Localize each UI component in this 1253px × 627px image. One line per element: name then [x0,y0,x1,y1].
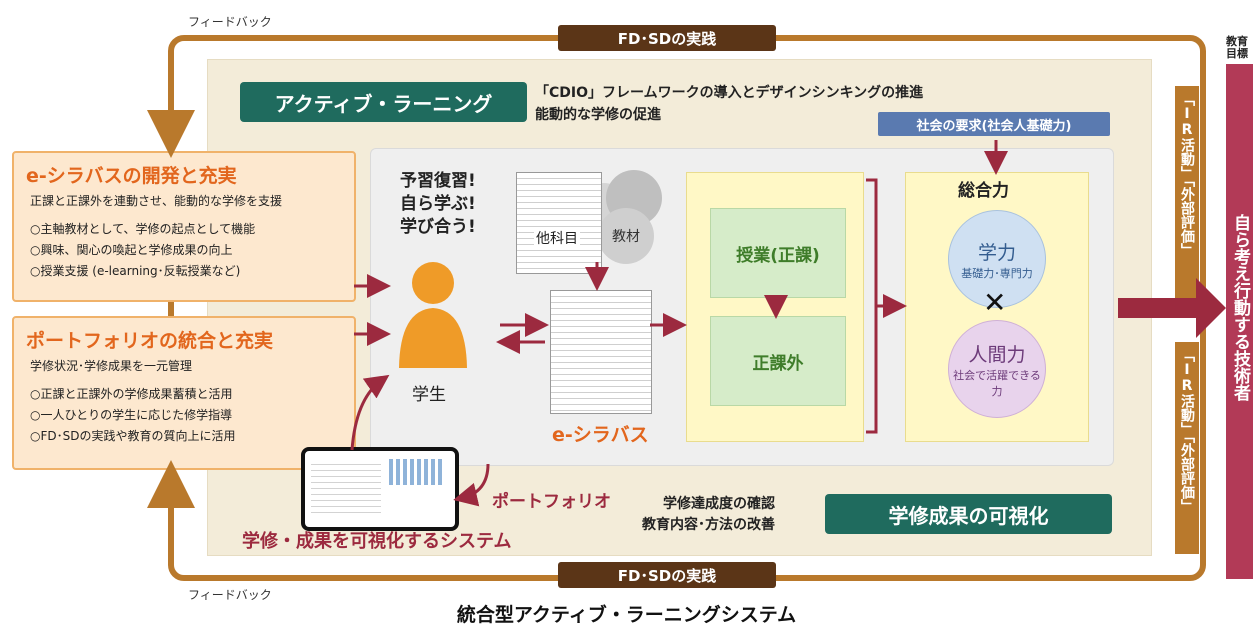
ir-activity-bottom: 「IR活動」「外部評価」 [1175,342,1199,554]
human-sub: 社会で活躍できる力 [953,368,1041,398]
portfolio-card: ポートフォリオの統合と充実 学修状況･学修成果を一元管理 ○正課と正課外の学修成… [12,316,356,470]
portfolio-card-list: ○正課と正課外の学修成果蓄積と活用 ○一人ひとりの学生に応じた修学指導 ○FD･… [30,384,354,447]
materials-circle-3: 教材 [598,208,654,264]
portfolio-label: ポートフォリオ [492,492,611,512]
slogan-line: 自ら学ぶ! [400,194,476,214]
cdio-line-1: 「CDIO」フレームワークの導入とデザインシンキングの推進 [535,85,924,101]
materials-label: 教材 [612,229,640,245]
goal-text: 自ら考え行動する技術者 [1230,214,1250,401]
academic-label: 学力 [977,241,1016,264]
human-circle: 人間力 社会で活躍できる力 [948,320,1046,418]
feedback-label-top: フィードバック [188,15,272,29]
diagram-caption: 統合型アクティブ・ラーニングシステム [456,604,797,626]
goal-label-line-1: 教育 [1226,35,1248,48]
syllabus-card-list: ○主軸教材として、学修の起点として機能 ○興味、関心の喚起と学修成果の向上 ○授… [30,219,354,282]
portfolio-card-title: ポートフォリオの統合と充実 [26,330,274,352]
portfolio-lines [311,459,381,517]
goal-label: 教育 目標 [1226,36,1248,60]
slogan-line: 学び合う! [400,217,476,237]
comprehensive-label: 総合力 [958,181,1009,201]
goal-band [1226,64,1253,579]
list-item: ○FD･SDの実践や教育の質向上に活用 [30,429,236,443]
cdio-line-2: 能動的な学修の促進 [535,107,661,123]
syllabus-card: e-シラバスの開発と充実 正課と正課外を連動させ、能動的な学修を支援 ○主軸教材… [12,151,356,302]
fd-sd-top-label: FD･SDの実践 [558,25,776,51]
achievement-text: 学修達成度の確認 教育内容･方法の改善 [642,494,775,536]
syllabus-card-title: e-シラバスの開発と充実 [26,165,237,187]
cdio-text: 「CDIO」フレームワークの導入とデザインシンキングの推進 能動的な学修の促進 [535,82,923,126]
ir-activity-top: 「IR活動」「外部評価」 [1175,86,1199,298]
goal-label-line-2: 目標 [1226,47,1248,60]
student-label: 学生 [412,385,446,405]
achievement-line-2: 教育内容･方法の改善 [642,517,775,533]
class-regular-box: 授業(正課) [710,208,846,298]
system-label: 学修・成果を可視化するシステム [242,531,512,552]
human-label: 人間力 [968,343,1026,366]
list-item: ○一人ひとりの学生に応じた修学指導 [30,408,233,422]
academic-circle: 学力 基礎力･専門力 [948,210,1046,308]
syllabus-card-subtitle: 正課と正課外を連動させ、能動的な学修を支援 [30,194,283,208]
list-item: ○主軸教材として、学修の起点として機能 [30,222,256,236]
list-item: ○興味、関心の喚起と学修成果の向上 [30,243,233,257]
society-demand-box: 社会の要求(社会人基礎力) [878,112,1110,136]
study-slogan: 予習復習! 自ら学ぶ! 学び合う! [400,170,476,239]
portfolio-chart [389,459,445,485]
other-subjects-label: 他科目 [534,228,580,248]
e-syllabus-label: e-シラバス [552,424,649,446]
feedback-label-bottom: フィードバック [188,588,272,602]
portfolio-card-subtitle: 学修状況･学修成果を一元管理 [30,359,193,373]
slogan-line: 予習復習! [400,171,476,191]
syllabus-doc [550,290,652,414]
active-learning-title: アクティブ・ラーニング [240,82,527,122]
academic-sub: 基礎力･専門力 [961,266,1033,280]
visualization-title: 学修成果の可視化 [825,494,1112,534]
cross-icon: ✕ [983,286,1007,319]
fd-sd-bottom-label: FD･SDの実践 [558,562,776,588]
list-item: ○正課と正課外の学修成果蓄積と活用 [30,387,233,401]
extracurricular-box: 正課外 [710,316,846,406]
portfolio-screen [301,447,459,531]
achievement-line-1: 学修達成度の確認 [663,496,775,512]
other-subjects-doc [516,172,602,274]
list-item: ○授業支援 (e-learning･反転授業など) [30,264,241,278]
